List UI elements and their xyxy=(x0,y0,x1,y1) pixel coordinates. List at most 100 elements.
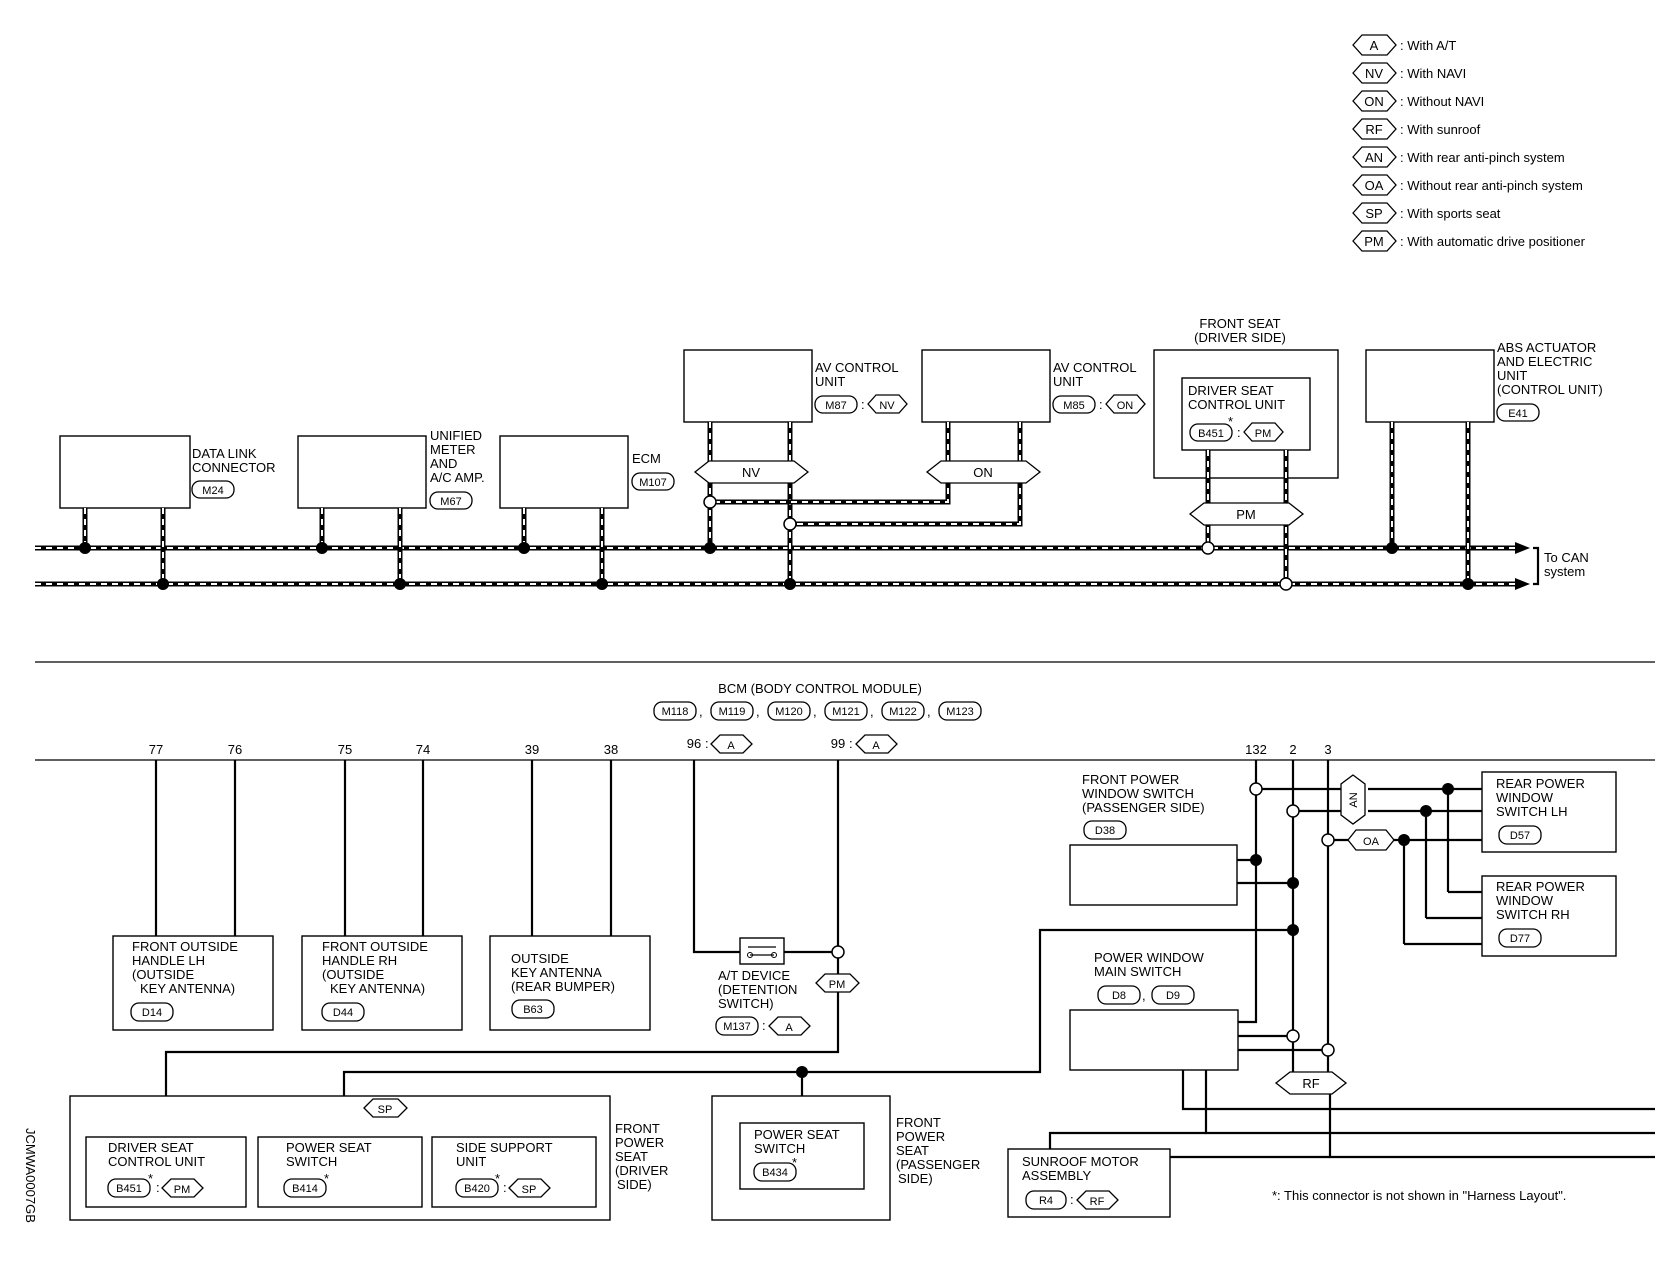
option-code: PM xyxy=(829,979,846,991)
bus-option-on: ON xyxy=(925,460,1042,484)
unit-label: (CONTROL UNIT) xyxy=(1497,382,1603,397)
option-badge xyxy=(1188,502,1305,526)
unit-label: DRIVER SEAT xyxy=(108,1140,194,1155)
unit-label: (OUTSIDE xyxy=(132,967,194,982)
pin-number: 132 xyxy=(1245,742,1267,757)
connector-code: B434 xyxy=(762,1167,788,1179)
unit-label: FRONT POWER xyxy=(1082,772,1179,787)
unit-label: (DETENTION xyxy=(718,982,797,997)
connector-badge xyxy=(631,472,675,491)
av-unit-box xyxy=(683,349,813,423)
pin-number: 3 xyxy=(1324,742,1331,757)
pin-number: 38 xyxy=(604,742,618,757)
unit-label: SWITCH xyxy=(754,1141,805,1156)
connector-code: M137 xyxy=(723,1021,751,1033)
connector-code: M85 xyxy=(1063,400,1084,412)
connector-code: M87 xyxy=(825,400,846,412)
side-support-unit: SIDE SUPPORT UNIT B420 * : SP xyxy=(431,1136,597,1208)
connector-code: D14 xyxy=(142,1007,162,1019)
legend-item: RF : With sunroof xyxy=(1352,118,1481,140)
svg-text::: : xyxy=(156,1180,160,1195)
connector-code: M67 xyxy=(440,496,461,508)
unit-label: POWER SEAT xyxy=(286,1140,372,1155)
connector-code: D77 xyxy=(1510,933,1530,945)
connector-code: M119 xyxy=(719,706,746,718)
connector-code: B451 xyxy=(116,1183,142,1195)
connector-code: M123 xyxy=(946,706,974,718)
legend-code-badge xyxy=(1352,146,1397,168)
front-power-seat-passenger: POWER SEAT SWITCH B434 * FRONT POWER SEA… xyxy=(711,1095,980,1221)
pin-number: 75 xyxy=(338,742,352,757)
meter-box xyxy=(297,435,427,509)
connector-badge xyxy=(1052,395,1096,414)
av-control-unit-nv: AV CONTROL UNIT M87 : NV xyxy=(683,349,908,423)
abs-actuator: ABS ACTUATOR AND ELECTRIC UNIT (CONTROL … xyxy=(1365,340,1603,423)
connector-code: D57 xyxy=(1510,830,1530,842)
unit-label: CONNECTOR xyxy=(192,460,276,475)
at-device-switch: A/T DEVICE (DETENTION SWITCH) M137 : A xyxy=(715,937,811,1036)
asterisk: * xyxy=(792,1155,797,1170)
unit-label: MAIN SWITCH xyxy=(1094,964,1181,979)
unit-label: UNIT xyxy=(1053,374,1083,389)
colon: : xyxy=(1099,397,1103,412)
legend-code: NV xyxy=(1365,66,1383,81)
svg-text::: : xyxy=(1070,1192,1074,1207)
sp-tag: SP xyxy=(363,1098,408,1118)
unit-label: SIDE) xyxy=(898,1171,933,1186)
ecm: ECM M107 xyxy=(499,435,675,509)
option-code: PM xyxy=(1255,428,1272,440)
connector-code: B414 xyxy=(292,1183,318,1195)
can-h-line xyxy=(35,542,1530,554)
connector-code: M24 xyxy=(202,485,223,497)
connector-badge xyxy=(1189,423,1233,442)
pin-number: 2 xyxy=(1289,742,1296,757)
outside-key-antenna-rear: OUTSIDE KEY ANTENNA (REAR BUMPER) B63 xyxy=(489,935,651,1031)
option-code: RF xyxy=(1090,1196,1105,1208)
unit-label: UNIFIED xyxy=(430,428,482,443)
bus-option-pm: PM xyxy=(1188,502,1305,526)
unit-label: UNIT xyxy=(815,374,845,389)
legend-desc: : With NAVI xyxy=(1400,66,1466,81)
legend-desc: : With automatic drive positioner xyxy=(1400,234,1586,249)
front-outside-handle-rh: FRONT OUTSIDE HANDLE RH (OUTSIDE KEY ANT… xyxy=(301,935,463,1031)
unit-label: FRONT xyxy=(615,1121,660,1136)
lower-junctions xyxy=(339,782,1454,1113)
sunroof-motor-assembly: SUNROOF MOTOR ASSEMBLY R4 : RF xyxy=(1007,1148,1171,1218)
front-outside-handle-lh: FRONT OUTSIDE HANDLE LH (OUTSIDE KEY ANT… xyxy=(112,935,274,1031)
connector-code: B420 xyxy=(464,1183,490,1195)
colon: : xyxy=(1237,425,1241,440)
legend-item: AN : With rear anti-pinch system xyxy=(1352,146,1565,168)
arrow-right-icon xyxy=(1515,578,1530,590)
legend-code: ON xyxy=(1364,94,1384,109)
legend-code: A xyxy=(1370,38,1379,53)
unit-label: WINDOW xyxy=(1496,893,1554,908)
unit-label: FRONT xyxy=(896,1115,941,1130)
can-l-line xyxy=(35,578,1530,590)
rf-tag: RF xyxy=(1274,1071,1348,1095)
option-code-badge xyxy=(710,734,753,754)
unit-label: AND ELECTRIC xyxy=(1497,354,1592,369)
unit-label: REAR POWER xyxy=(1496,776,1585,791)
svg-text:,: , xyxy=(870,704,874,719)
connector-badge xyxy=(429,491,473,510)
bcm-title: BCM (BODY CONTROL MODULE) xyxy=(718,681,922,696)
unit-label: SEAT xyxy=(896,1143,929,1158)
an-tag: AN xyxy=(1340,774,1366,825)
svg-text:,: , xyxy=(813,704,817,719)
pin-number: 39 xyxy=(525,742,539,757)
unit-label: CONTROL UNIT xyxy=(1188,397,1285,412)
unit-label: OUTSIDE xyxy=(511,951,569,966)
unit-label: ECM xyxy=(632,451,661,466)
unit-label: FRONT SEAT xyxy=(1199,316,1280,331)
unit-label: KEY ANTENNA xyxy=(511,965,602,980)
asterisk: * xyxy=(324,1171,329,1186)
connector-code: M107 xyxy=(639,477,667,489)
svg-text::: : xyxy=(503,1180,507,1195)
unit-label: SWITCH LH xyxy=(1496,804,1568,819)
colon: : xyxy=(861,397,865,412)
connector-code: M120 xyxy=(775,706,803,718)
connector-code: R4 xyxy=(1039,1195,1053,1207)
unit-label: (OUTSIDE xyxy=(322,967,384,982)
option-code: OA xyxy=(1363,836,1380,848)
oa-tag: OA xyxy=(1347,829,1395,851)
